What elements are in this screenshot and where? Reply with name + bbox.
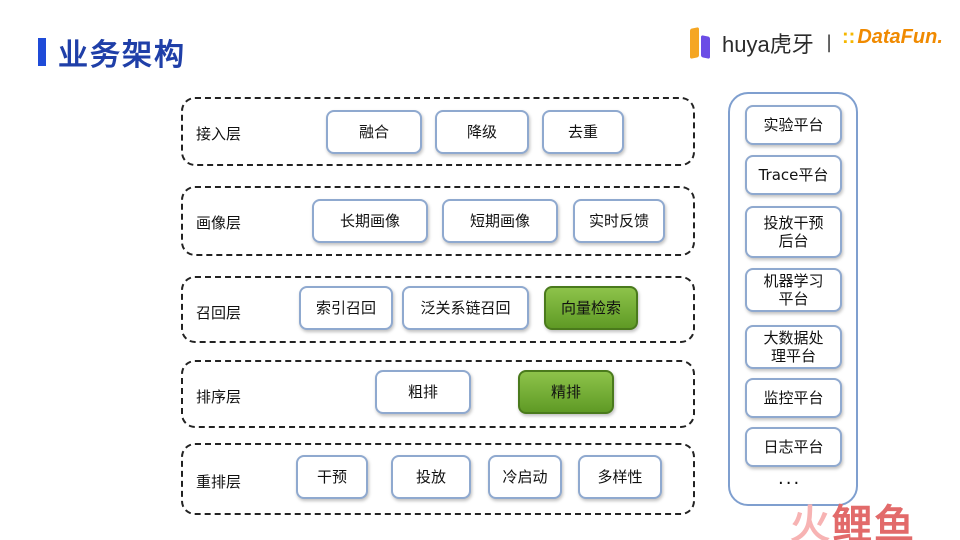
box-fine-ranking: 精排 [518, 370, 614, 414]
box-intervention: 干预 [296, 455, 368, 499]
watermark-part1: 火 [790, 502, 832, 540]
layer-reranking: 重排层 [181, 443, 695, 515]
huya-logo-text: huya虎牙 [722, 32, 814, 57]
platform-trace: Trace平台 [745, 155, 842, 195]
box-fusion: 融合 [326, 110, 422, 154]
watermark-part2: 鲤鱼 [832, 502, 916, 540]
platform-column [728, 92, 858, 506]
box-relation-chain-recall: 泛关系链召回 [402, 286, 529, 330]
layer-label: 画像层 [196, 214, 242, 232]
box-diversity: 多样性 [578, 455, 662, 499]
datafun-logo: ::DataFun. [842, 26, 943, 49]
box-long-term-profile: 长期画像 [312, 199, 428, 243]
title-bar [38, 38, 46, 66]
layer-profile: 画像层 [181, 186, 695, 256]
box-realtime-feedback: 实时反馈 [573, 199, 665, 243]
layer-label: 接入层 [196, 125, 242, 143]
layer-access: 接入层 [181, 97, 695, 166]
huya-logo: huya虎牙 [688, 26, 814, 60]
box-coarse-ranking: 粗排 [375, 370, 471, 414]
layer-recall: 召回层 [181, 276, 695, 343]
layer-label: 排序层 [196, 388, 242, 406]
platform-monitoring: 监控平台 [745, 378, 842, 418]
watermark: 火鲤鱼 [790, 492, 916, 540]
page-title: 业务架构 [58, 38, 186, 73]
datafun-logo-text: DataFun. [857, 26, 943, 48]
platform-machine-learning: 机器学习 平台 [745, 268, 842, 312]
layer-label: 重排层 [196, 473, 242, 491]
layer-ranking: 排序层 [181, 360, 695, 428]
datafun-logo-dots-icon: :: [842, 26, 856, 48]
platform-ellipsis: ... [778, 468, 802, 489]
box-index-recall: 索引召回 [299, 286, 393, 330]
layer-label: 召回层 [196, 304, 242, 322]
box-downgrade: 降级 [435, 110, 529, 154]
logo-separator: | [826, 32, 833, 53]
box-vector-search: 向量检索 [544, 286, 638, 330]
huya-logo-icon [688, 26, 718, 60]
box-cold-start: 冷启动 [488, 455, 562, 499]
platform-experiment: 实验平台 [745, 105, 842, 145]
platform-logging: 日志平台 [745, 427, 842, 467]
platform-big-data: 大数据处 理平台 [745, 325, 842, 369]
box-delivery: 投放 [391, 455, 471, 499]
box-dedup: 去重 [542, 110, 624, 154]
platform-delivery-intervention: 投放干预 后台 [745, 206, 842, 258]
box-short-term-profile: 短期画像 [442, 199, 558, 243]
